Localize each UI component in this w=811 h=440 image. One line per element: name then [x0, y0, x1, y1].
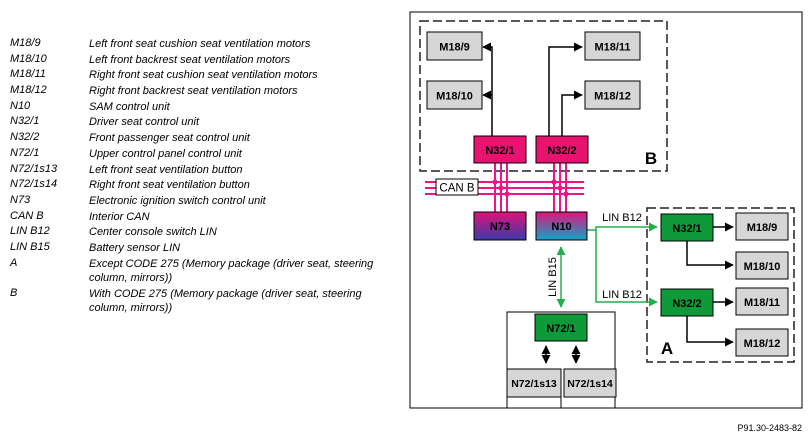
motor-m18-10-b [426, 80, 483, 110]
unit-n73 [473, 211, 527, 241]
motor-m18-9-a-label: M18/9 [747, 222, 778, 234]
legend-item: N10 SAM control unit [10, 99, 400, 115]
legend-desc: Battery sensor LIN [89, 241, 181, 254]
unit-n72-1-label: N72/1 [546, 323, 575, 335]
legend-desc: Upper control panel control unit [89, 147, 242, 160]
legend-code: N73 [10, 193, 31, 206]
legend-item: LIN B15 Battery sensor LIN [10, 240, 400, 256]
panel-wiring [541, 345, 581, 364]
legend-item: LIN B12 Center console switch LIN [10, 224, 400, 240]
legend-item: N32/1 Driver seat control unit [10, 114, 400, 130]
unit-n32-1-b-label: N32/1 [485, 145, 514, 157]
motor-m18-9-b [426, 31, 483, 61]
legend-desc: SAM control unit [89, 100, 170, 113]
legend-desc: Right front seat cushion seat ventilatio… [89, 69, 318, 82]
legend-desc: Right front seat ventilation button [89, 179, 250, 192]
lin-b12-label-top: LIN B12 [602, 212, 642, 224]
legend-item: M18/11 Right front seat cushion seat vent… [10, 67, 400, 83]
can-b-tag [435, 178, 479, 196]
motor-m18-12-a [735, 328, 789, 357]
can-b-label: CAN B [439, 183, 474, 195]
motor-m18-12-a-label: M18/12 [744, 338, 781, 350]
legend-code: M18/9 [10, 37, 41, 49]
unit-n32-1-a [660, 213, 714, 242]
legend-code: CAN B [10, 209, 44, 222]
legend-item: N72/1s13 Left front seat ventilation butt… [10, 162, 400, 178]
legend-code: N72/1 [10, 146, 40, 159]
legend-desc: With CODE 275 (Memory package (driver se… [89, 287, 362, 314]
legend-item: A Except CODE 275 (Memory package (driver… [10, 256, 400, 286]
legend-code: N32/2 [10, 131, 40, 144]
legend-desc: Electronic ignition switch control unit [89, 194, 266, 207]
group-a-label: A [661, 339, 673, 358]
unit-n32-2-a-label: N32/2 [672, 298, 701, 310]
legend-desc: Driver seat control unit [89, 116, 200, 129]
motor-m18-11-b-label: M18/11 [594, 42, 630, 54]
group-a-box [646, 207, 795, 363]
button-n72-1s13-label: N72/1s13 [511, 378, 557, 390]
motor-m18-12-b-label: M18/12 [594, 91, 631, 103]
group-b-wiring [482, 42, 583, 136]
legend-item: N32/2 Front passenger seat control unit [10, 130, 400, 146]
motor-m18-11-a-label: M18/11 [744, 297, 780, 309]
legend-desc: Center console switch LIN [89, 226, 217, 239]
unit-n73-label: N73 [490, 221, 510, 233]
legend-desc: Left front seat ventilation button [89, 163, 243, 176]
group-b-label: B [645, 149, 657, 168]
figure-reference: P91.30-2483-82 [737, 423, 802, 433]
legend-code: M18/11 [10, 68, 46, 81]
unit-n32-2-b [535, 135, 589, 164]
legend-code: LIN B15 [10, 240, 50, 253]
legend-code: N72/1s14 [10, 178, 58, 191]
motor-m18-11-a [735, 287, 789, 316]
legend-code: M18/12 [10, 84, 47, 97]
legend-desc: Left front backrest seat ventilation mot… [89, 53, 291, 66]
unit-n10-label: N10 [551, 221, 571, 233]
legend-item: N72/1s14 Right front seat ventilation but… [10, 177, 400, 193]
lin-b12-label-bottom: LIN B12 [602, 289, 642, 301]
unit-n32-2-b-label: N32/2 [547, 145, 576, 157]
motor-m18-11-b [584, 31, 641, 61]
legend-code: N72/1s13 [10, 162, 58, 175]
legend-desc: Left front seat cushion seat ventilation… [89, 38, 311, 50]
legend-item: B With CODE 275 (Memory package (driver s… [10, 286, 400, 316]
group-b-box [419, 20, 668, 172]
legend-code: N32/1 [10, 115, 40, 128]
legend-desc: Except CODE 275 (Memory package (driver … [89, 257, 374, 284]
unit-n32-1-a-label: N32/1 [672, 223, 701, 235]
group-a-wiring [686, 222, 734, 347]
legend-desc: Right front backrest seat ventilation mo… [89, 85, 298, 98]
unit-n32-1-b [473, 135, 527, 164]
legend: M18/9 Left front seat cushion seat ventil… [10, 36, 400, 316]
unit-n10 [535, 211, 588, 241]
lin-b15-label: LIN B15 [547, 257, 559, 297]
motor-m18-10-a [735, 251, 789, 280]
legend-item: N73 Electronic ignition switch control un… [10, 193, 400, 209]
legend-code: N10 [10, 99, 31, 112]
legend-item: M18/12 Right front backrest seat ventilat… [10, 83, 400, 99]
legend-code: A [10, 256, 18, 269]
legend-item: M18/10 Left front backrest seat ventilati… [10, 52, 400, 68]
lin-wiring [556, 222, 658, 308]
button-n72-1s13 [506, 368, 562, 398]
legend-desc: Interior CAN [89, 210, 150, 223]
can-bus-junctions [492, 179, 569, 197]
legend-item: N72/1 Upper control panel control unit [10, 146, 400, 162]
legend-code: LIN B12 [10, 225, 50, 238]
motor-m18-9-b-label: M18/9 [439, 42, 470, 54]
motor-m18-9-a [735, 212, 789, 241]
button-n72-1s14 [563, 368, 617, 398]
legend-item: CAN B Interior CAN [10, 209, 400, 225]
legend-desc: Front passenger seat control unit [89, 132, 250, 145]
motor-m18-10-a-label: M18/10 [744, 261, 781, 273]
button-n72-1s14-label: N72/1s14 [567, 378, 613, 390]
legend-code: M18/10 [10, 52, 47, 65]
motor-m18-10-b-label: M18/10 [436, 91, 473, 103]
unit-n72-1 [534, 313, 588, 342]
legend-item: M18/9 Left front seat cushion seat ventil… [10, 36, 400, 52]
unit-n32-2-a [660, 288, 714, 317]
motor-m18-12-b [584, 80, 641, 110]
legend-code: B [10, 286, 18, 299]
